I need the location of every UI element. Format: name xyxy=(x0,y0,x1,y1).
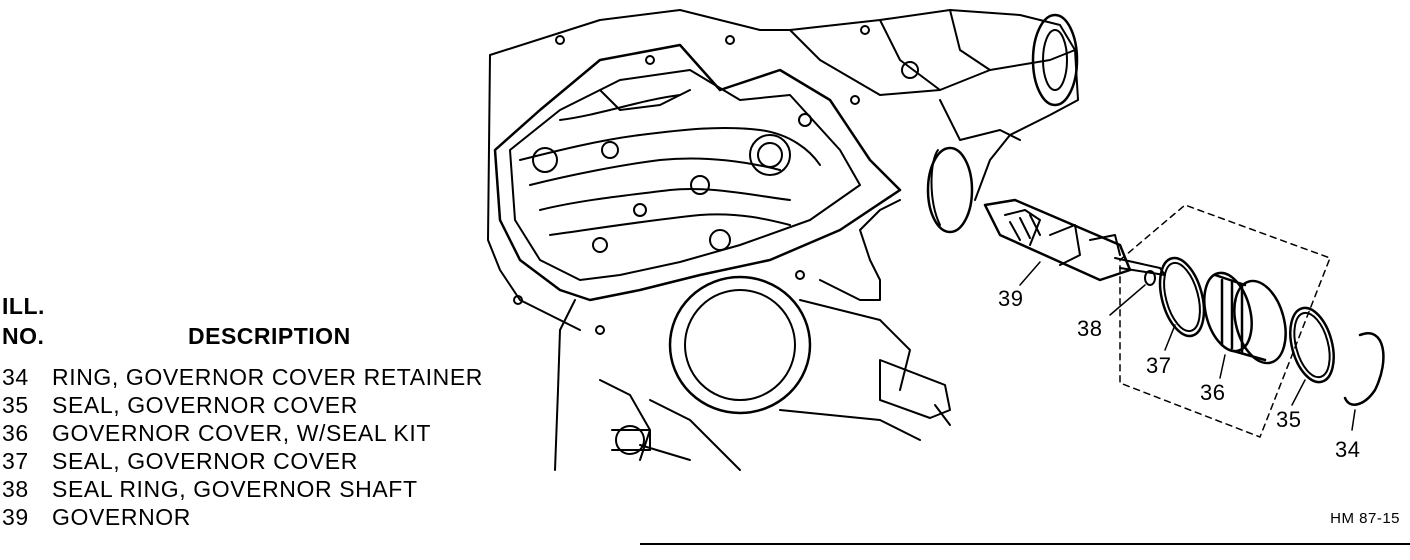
callout-37: 37 xyxy=(1146,353,1172,378)
callout-34: 34 xyxy=(1335,437,1361,462)
governor-part xyxy=(983,198,1166,282)
legend-row: 39 GOVERNOR xyxy=(2,503,483,531)
legend-row: 34 RING, GOVERNOR COVER RETAINER xyxy=(2,363,483,391)
figure-id: HM 87-15 xyxy=(1330,510,1400,527)
legend-description: SEAL, GOVERNOR COVER xyxy=(52,392,358,418)
seal-kit-box xyxy=(1119,204,1331,438)
legend-row: 35 SEAL, GOVERNOR COVER xyxy=(2,391,483,419)
legend-description: SEAL, GOVERNOR COVER xyxy=(52,448,358,474)
legend-row: 37 SEAL, GOVERNOR COVER xyxy=(2,447,483,475)
legend-row: 38 SEAL RING, GOVERNOR SHAFT xyxy=(2,475,483,503)
transmission-case xyxy=(487,9,1079,471)
callout-36: 36 xyxy=(1200,380,1226,405)
seal-35 xyxy=(1289,306,1335,384)
legend-row: 36 GOVERNOR COVER, W/SEAL KIT xyxy=(2,419,483,447)
ring-34 xyxy=(1343,332,1385,406)
legend-number: 39 xyxy=(2,504,29,530)
legend-header-no: NO. xyxy=(2,323,45,349)
seal-37 xyxy=(1158,256,1206,338)
legend-number: 35 xyxy=(2,392,29,418)
legend-number: 34 xyxy=(2,364,29,390)
legend-number: 38 xyxy=(2,476,29,502)
callout-leaders xyxy=(1019,261,1356,431)
legend-header-ill: ILL. xyxy=(2,293,45,319)
legend-number: 36 xyxy=(2,420,29,446)
callout-35: 35 xyxy=(1276,407,1302,432)
legend-description: RING, GOVERNOR COVER RETAINER xyxy=(52,364,484,390)
legend-description: GOVERNOR COVER, W/SEAL KIT xyxy=(52,420,431,446)
callout-38: 38 xyxy=(1077,316,1103,341)
legend-header-description: DESCRIPTION xyxy=(188,323,351,349)
legend-description: GOVERNOR xyxy=(52,504,191,530)
bottom-rule xyxy=(640,543,1410,545)
legend-description: SEAL RING, GOVERNOR SHAFT xyxy=(52,476,418,502)
legend-number: 37 xyxy=(2,448,29,474)
callout-39: 39 xyxy=(998,286,1024,311)
seal-ring-38 xyxy=(1144,270,1156,286)
governor-cover-36 xyxy=(1203,271,1287,365)
